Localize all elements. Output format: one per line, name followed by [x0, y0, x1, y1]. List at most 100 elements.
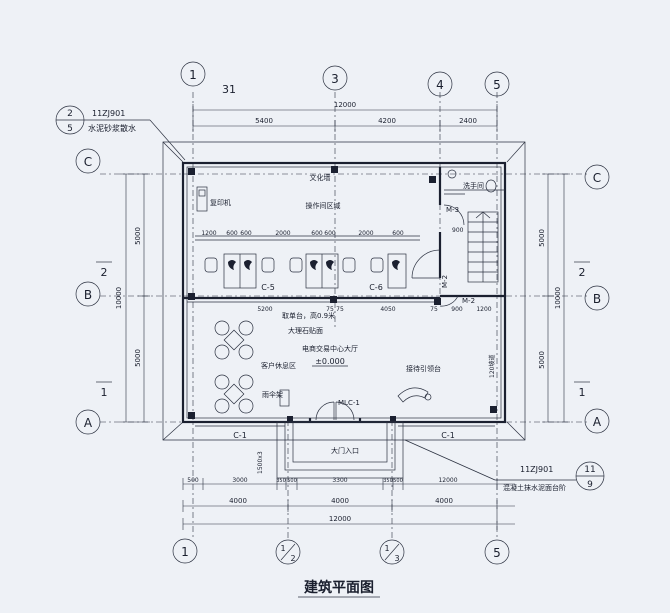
- grid-bubble-bottom-1-3: 1 3: [379, 539, 405, 565]
- svg-text:A: A: [84, 416, 93, 430]
- label-c1-left: C-1: [233, 431, 247, 440]
- svg-text:A: A: [593, 415, 602, 429]
- svg-text:4000: 4000: [435, 497, 453, 505]
- svg-text:1: 1: [181, 545, 189, 559]
- apron-outline: [162, 141, 526, 441]
- label-mlc1: MLC-1: [338, 399, 360, 407]
- label-ramp: 120坡道: [488, 355, 496, 378]
- label-copier: 复印机: [210, 198, 231, 207]
- svg-text:12000: 12000: [438, 477, 457, 484]
- svg-text:600: 600: [324, 230, 336, 237]
- svg-text:B: B: [593, 292, 601, 306]
- grid-bubble-bottom-1-2: 1 2: [275, 539, 301, 565]
- svg-text:3: 3: [331, 72, 339, 86]
- label-c5: C-5: [261, 283, 275, 292]
- dim-right-top: 5000: [538, 229, 546, 247]
- svg-text:5: 5: [67, 124, 73, 134]
- scribble-note: 31: [222, 83, 236, 96]
- entrance-steps: 大门入口 1500x3: [257, 421, 404, 479]
- label-elevation: ±0.000: [315, 357, 345, 366]
- svg-text:600: 600: [311, 230, 323, 237]
- svg-text:5200: 5200: [257, 306, 272, 313]
- bottom-dimensions: 500 3000 350 500 3300 350 500 12000 4000…: [182, 477, 515, 530]
- svg-text:3000: 3000: [232, 477, 247, 484]
- svg-text:B: B: [84, 288, 92, 302]
- svg-text:3300: 3300: [332, 477, 347, 484]
- washroom: 洗手间 M-3 900: [443, 169, 497, 234]
- half-mark-left-1: 1: [101, 386, 108, 399]
- svg-text:2: 2: [67, 109, 73, 119]
- dim-right-bottom: 5000: [538, 351, 546, 369]
- svg-text:4000: 4000: [229, 497, 247, 505]
- svg-text:500: 500: [187, 477, 199, 484]
- dim-top-total: 12000: [334, 101, 356, 109]
- dim-right-total: 10000: [554, 287, 562, 309]
- svg-text:水泥砂浆散水: 水泥砂浆散水: [88, 123, 136, 133]
- svg-text:500: 500: [287, 478, 297, 484]
- svg-text:500: 500: [393, 478, 403, 484]
- svg-text:5: 5: [493, 546, 501, 560]
- svg-text:600: 600: [226, 230, 238, 237]
- grid-bubble-top-5: 5: [484, 71, 510, 97]
- label-c6: C-6: [369, 283, 383, 292]
- svg-text:1: 1: [384, 544, 389, 553]
- svg-text:11: 11: [584, 465, 595, 475]
- svg-text:2000: 2000: [358, 230, 373, 237]
- grid-bubble-top-1: 1: [180, 61, 206, 87]
- grid-bubble-bottom-5: 5: [484, 539, 510, 565]
- svg-text:C: C: [593, 171, 601, 185]
- label-m3: M-3: [446, 206, 459, 214]
- label-umbrella: 雨伞架: [262, 390, 283, 399]
- dim-left-total: 10000: [115, 287, 123, 309]
- grid-bubble-right-A: A: [584, 408, 610, 434]
- detail-reference-top-left: 2 5 11ZJ901 水泥砂浆散水: [55, 105, 186, 161]
- svg-text:1: 1: [280, 544, 285, 553]
- title-text: 建筑平面图: [304, 579, 374, 596]
- label-steps: 1500x3: [257, 451, 264, 474]
- label-culture-wall: 文化墙: [310, 173, 331, 182]
- svg-text:2000: 2000: [275, 230, 290, 237]
- svg-text:3: 3: [394, 554, 399, 563]
- label-m2-bottom: M-2: [462, 297, 475, 305]
- top-dimensions: 12000 5400 4200 2400: [192, 101, 498, 132]
- label-reception: 接待引领台: [406, 364, 441, 373]
- svg-text:4050: 4050: [380, 306, 395, 313]
- right-dimensions: 5000 5000 10000 2 1: [538, 173, 590, 423]
- svg-text:75: 75: [326, 306, 334, 313]
- half-mark-right-2: 2: [579, 266, 586, 279]
- dim-top-seg3: 2400: [459, 117, 477, 125]
- svg-text:600: 600: [240, 230, 252, 237]
- building-walls: [181, 161, 507, 424]
- svg-text:900: 900: [451, 306, 463, 313]
- inner-dims-middle: 5200 75 75 4050 75 900 1200 M-2: [257, 297, 491, 313]
- axis-lines: [100, 92, 590, 540]
- svg-text:C: C: [84, 155, 92, 169]
- svg-text:350: 350: [276, 478, 286, 484]
- label-m2-side: M-2: [441, 275, 449, 288]
- svg-text:1200: 1200: [201, 230, 216, 237]
- dim-top-seg1: 5400: [255, 117, 273, 125]
- label-marble: 大理石贴面: [288, 326, 323, 335]
- label-washroom: 洗手间: [463, 181, 484, 190]
- half-mark-left-2: 2: [101, 266, 108, 279]
- label-operation-area: 操作间区域: [306, 201, 341, 210]
- drawing-title: 建筑平面图: [298, 579, 380, 598]
- grid-bubble-left-C: C: [75, 148, 101, 174]
- operation-zone: 文化墙 操作间区域 复印机 1200 600 600 2000 600 600 …: [195, 173, 449, 292]
- svg-text:混凝土抹水泥面台阶: 混凝土抹水泥面台阶: [503, 483, 566, 492]
- svg-text:4000: 4000: [331, 497, 349, 505]
- label-m3-dim: 900: [452, 227, 464, 234]
- svg-text:600: 600: [392, 230, 404, 237]
- svg-text:75: 75: [336, 306, 344, 313]
- dim-left-bottom: 5000: [134, 349, 142, 367]
- label-entrance: 大门入口: [331, 446, 359, 455]
- grid-bubble-top-3: 3: [322, 65, 348, 91]
- dim-top-seg2: 4200: [378, 117, 396, 125]
- dim-bottom-total: 12000: [329, 515, 351, 523]
- svg-text:11ZJ901: 11ZJ901: [92, 109, 125, 118]
- grid-bubble-bottom-1: 1: [172, 538, 198, 564]
- svg-text:1: 1: [189, 68, 197, 82]
- grid-bubble-right-B: B: [584, 285, 610, 311]
